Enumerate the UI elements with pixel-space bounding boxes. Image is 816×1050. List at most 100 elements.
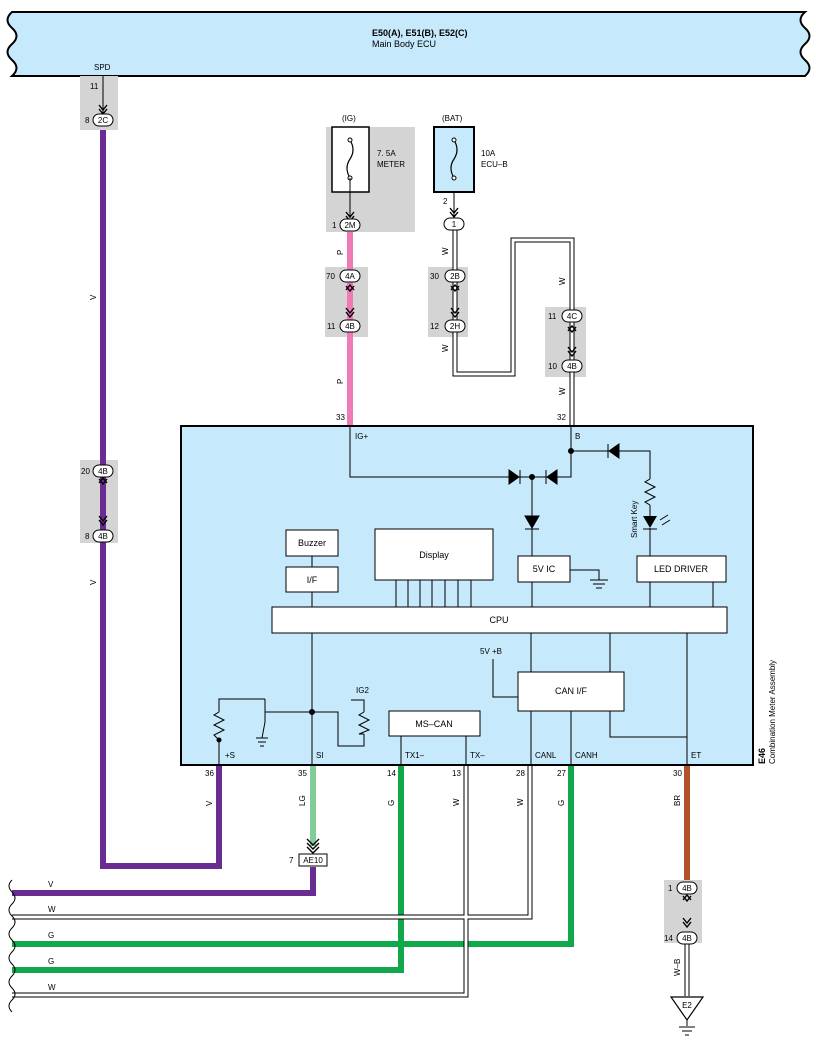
svg-text:4B: 4B	[98, 467, 108, 476]
svg-text:SPD: SPD	[94, 63, 111, 72]
svg-text:13: 13	[452, 769, 461, 778]
connector-chevrons	[98, 104, 692, 929]
svg-text:20: 20	[81, 467, 90, 476]
connector-2H: 2H	[444, 319, 466, 333]
ecu-title: E50(A), E51(B), E52(C)	[372, 28, 468, 38]
svg-text:CAN I/F: CAN I/F	[555, 686, 588, 696]
svg-text:4B: 4B	[682, 934, 692, 943]
svg-text:1: 1	[668, 884, 673, 893]
connector-4B-ig: 4B	[339, 319, 361, 333]
svg-text:Buzzer: Buzzer	[298, 538, 326, 548]
svg-text:14: 14	[664, 934, 673, 943]
diodes	[309, 443, 620, 715]
connector-ovals: 2C 2M 1 4A 4B 2B 2H 4C 4B 4B 4B AE10 4B …	[92, 113, 698, 945]
svg-text:14: 14	[387, 769, 396, 778]
meter-code: E46	[757, 748, 767, 764]
connector-4B-et-bottom: 4B	[676, 931, 698, 945]
terminal-tx: TX–	[470, 751, 485, 760]
svg-text:4C: 4C	[567, 312, 577, 321]
fuse-ig-tag: (IG)	[342, 114, 356, 123]
fuse-bat-name: ECU–B	[481, 160, 508, 169]
svg-text:70: 70	[326, 272, 335, 281]
meter-name: Combination Meter Assembly	[768, 660, 777, 764]
svg-text:33: 33	[336, 413, 345, 422]
ecu-subtitle: Main Body ECU	[372, 39, 436, 49]
svg-text:28: 28	[516, 769, 525, 778]
svg-text:32: 32	[557, 413, 566, 422]
label-5v-b: 5V +B	[480, 647, 502, 656]
connector-4B-spd-top: 4B	[92, 464, 114, 478]
svg-text:2C: 2C	[98, 116, 108, 125]
svg-text:10: 10	[548, 362, 557, 371]
svg-text:12: 12	[430, 322, 439, 331]
smart-key-label: Smart Key	[630, 501, 639, 538]
svg-text:8: 8	[85, 116, 90, 125]
svg-text:11: 11	[548, 312, 557, 321]
terminal-b: B	[575, 432, 580, 441]
svg-text:2M: 2M	[344, 221, 355, 230]
connector-2B: 2B	[444, 269, 466, 283]
svg-text:11: 11	[327, 322, 336, 331]
svg-text:MS–CAN: MS–CAN	[415, 719, 453, 729]
combination-meter: Smart Key Buzzer I/F	[180, 425, 777, 766]
connector-AE10: AE10	[298, 853, 328, 867]
terminal-ig-plus: IG+	[355, 432, 368, 441]
svg-text:W: W	[48, 905, 56, 914]
svg-text:36: 36	[205, 769, 214, 778]
terminal-plus-s: +S	[225, 751, 235, 760]
svg-text:4B: 4B	[98, 532, 108, 541]
svg-text:30: 30	[430, 272, 439, 281]
svg-text:4B: 4B	[682, 884, 692, 893]
svg-text:V: V	[205, 800, 214, 806]
svg-text:W: W	[441, 344, 450, 352]
svg-text:1: 1	[332, 221, 337, 230]
svg-text:4B: 4B	[345, 322, 355, 331]
block-cpu: CPU	[271, 606, 728, 634]
block-buzzer: Buzzer	[285, 529, 339, 557]
svg-text:W–B: W–B	[673, 959, 682, 976]
svg-text:G: G	[48, 957, 54, 966]
svg-text:7: 7	[289, 856, 294, 865]
svg-text:V: V	[48, 880, 54, 889]
svg-text:LG: LG	[298, 795, 307, 806]
transistor-circuit	[212, 699, 371, 747]
wire-spd-violet	[100, 130, 222, 869]
block-display: Display	[374, 528, 494, 581]
svg-text:1: 1	[452, 220, 457, 229]
svg-text:I/F: I/F	[307, 575, 318, 585]
svg-text:CPU: CPU	[489, 615, 508, 625]
svg-text:P: P	[336, 379, 345, 384]
svg-text:G: G	[557, 800, 566, 806]
terminal-et: ET	[691, 751, 701, 760]
connector-4C: 4C	[561, 309, 583, 323]
wire-tx1-green	[12, 765, 404, 973]
terminal-canh: CANH	[575, 751, 598, 760]
connector-4B-et-top: 4B	[676, 881, 698, 895]
ground-e2: E2	[669, 996, 705, 1036]
connector-4A: 4A	[339, 269, 361, 283]
block-if: I/F	[285, 566, 339, 593]
smart-key-led: Smart Key	[630, 478, 671, 538]
svg-text:E2: E2	[682, 1001, 692, 1010]
connector-2M: 2M	[339, 218, 361, 232]
svg-text:11: 11	[90, 82, 99, 91]
colored-wires	[12, 130, 690, 973]
svg-text:W: W	[558, 277, 567, 285]
svg-text:AE10: AE10	[303, 856, 323, 865]
fuse-bat: (BAT) 10A ECU–B	[433, 114, 508, 218]
svg-text:35: 35	[298, 769, 307, 778]
wire-canh-green	[12, 765, 574, 947]
fuse-bat-rating: 10A	[481, 149, 496, 158]
svg-text:G: G	[48, 931, 54, 940]
terminal-tx1: TX1–	[405, 751, 425, 760]
connector-4B-spd-bottom: 4B	[92, 529, 114, 543]
terminal-canl: CANL	[535, 751, 557, 760]
svg-text:5V IC: 5V IC	[533, 564, 556, 574]
block-5v-ic: 5V IC	[517, 555, 571, 583]
connector-4B-b: 4B	[561, 359, 583, 373]
svg-text:8: 8	[85, 532, 90, 541]
svg-text:W: W	[558, 387, 567, 395]
svg-text:G: G	[387, 800, 396, 806]
svg-text:27: 27	[557, 769, 566, 778]
